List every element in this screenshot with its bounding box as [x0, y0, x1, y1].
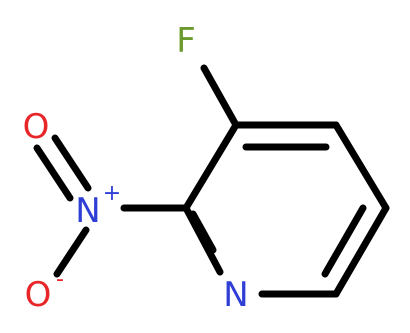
atoms: F N N + O O - [23, 21, 249, 315]
bond-n-o-double-b [33, 144, 74, 202]
bond-n1-c2-inner [189, 210, 217, 254]
atom-oxygen-single: O [25, 275, 52, 315]
bond-n-o-double-a [51, 134, 92, 192]
bond-c5-c6 [332, 204, 390, 298]
atom-oxygen-double: O [23, 107, 50, 147]
bond-n-o-single [53, 226, 90, 278]
atom-ring-nitrogen: N [223, 275, 248, 315]
bond-c5-c6-inner [321, 204, 367, 278]
charge-minus: - [56, 267, 64, 292]
atom-nitro-nitrogen: N [75, 191, 100, 231]
bonds [33, 64, 390, 298]
bond-c3-f [200, 64, 240, 129]
bond-c4-c5 [332, 121, 390, 212]
bond-c2-c3 [182, 121, 240, 212]
charge-plus: + [103, 181, 121, 206]
atom-fluorine: F [176, 21, 196, 61]
